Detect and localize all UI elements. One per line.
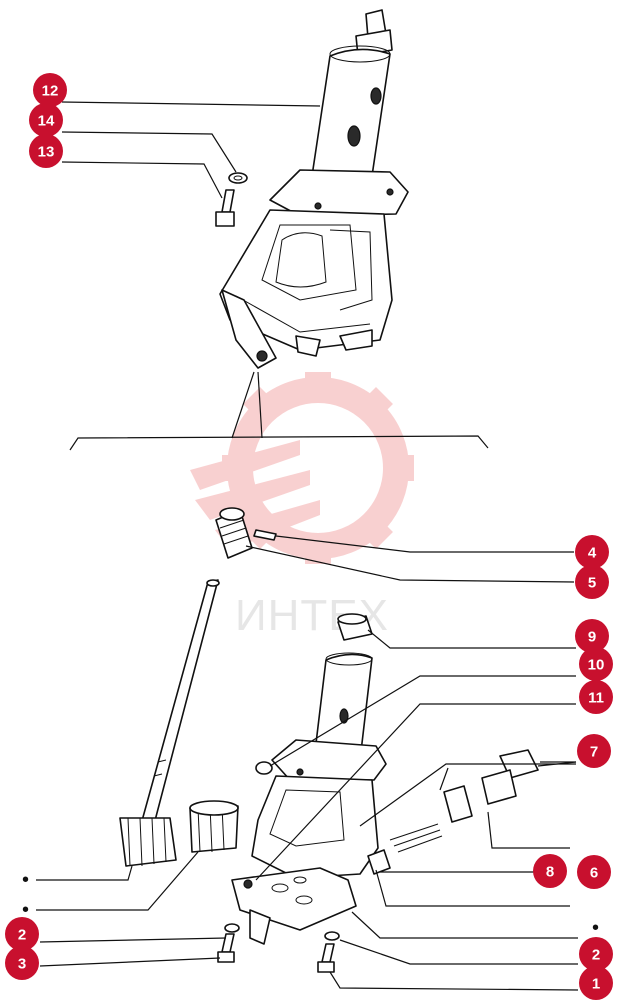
callout-13: 13 — [29, 134, 63, 168]
callout-label: 10 — [588, 657, 605, 674]
callout-1: 1 — [579, 966, 613, 1000]
callout-10: 10 — [579, 647, 613, 681]
marker-dots: • • • — [22, 869, 599, 939]
drive-gear-part — [215, 507, 277, 559]
callout-label: 14 — [38, 113, 55, 130]
watermark-gear-logo: ИНТЕХ — [190, 372, 414, 640]
callout-8: 8 — [533, 854, 567, 888]
callout-label: 9 — [588, 629, 596, 646]
callout-6: 6 — [577, 855, 611, 889]
upper-pump-housing-assembly — [215, 9, 409, 369]
pump-shaft-with-gear — [119, 579, 220, 867]
callout-2-left: 2 — [5, 917, 39, 951]
marker-dot: • — [592, 917, 599, 939]
callout-14: 14 — [29, 103, 63, 137]
callout-label: 6 — [590, 865, 598, 882]
callout-label: 5 — [588, 575, 596, 592]
marker-dot: • — [22, 869, 29, 891]
relief-valve-parts — [367, 749, 539, 875]
callout-label: 7 — [590, 744, 598, 761]
callout-7: 7 — [577, 734, 611, 768]
callout-11: 11 — [579, 680, 613, 714]
callout-label: 1 — [592, 976, 600, 993]
callout-label: 8 — [546, 864, 554, 881]
leader-lines — [36, 101, 579, 991]
callout-label: 2 — [18, 927, 26, 944]
bolts-and-washers — [217, 923, 340, 973]
callout-label: 12 — [42, 83, 59, 100]
idler-gear-part — [189, 800, 239, 853]
callout-label: 11 — [588, 690, 604, 707]
callout-label: 13 — [38, 144, 55, 161]
lower-pump-housing — [231, 652, 387, 945]
callout-4: 4 — [575, 535, 609, 569]
callout-12: 12 — [33, 73, 67, 107]
marker-dot: • — [22, 899, 29, 921]
callout-3: 3 — [5, 946, 39, 980]
callout-2-right: 2 — [579, 937, 613, 971]
callout-label: 4 — [588, 545, 597, 562]
callout-label: 3 — [18, 956, 26, 973]
callout-label: 2 — [592, 947, 600, 964]
section-bracket-line — [69, 371, 489, 451]
callout-5: 5 — [575, 565, 609, 599]
callout-9: 9 — [575, 619, 609, 653]
